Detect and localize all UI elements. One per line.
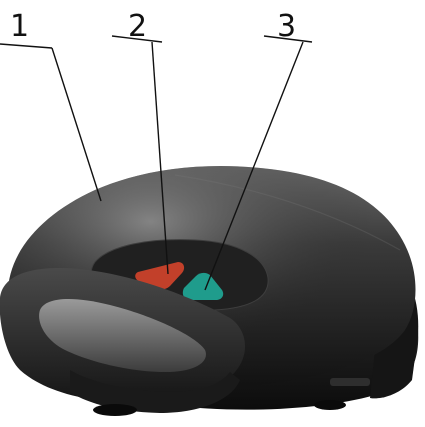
- sandwich-maker: [0, 166, 418, 416]
- callout-number-1: 1: [10, 9, 29, 44]
- callout-underline-1: [0, 44, 52, 48]
- foot: [93, 404, 137, 416]
- foot: [314, 400, 346, 410]
- side-slot: [330, 378, 370, 386]
- callout-1: 1: [0, 9, 101, 201]
- leader-line-1: [52, 48, 101, 201]
